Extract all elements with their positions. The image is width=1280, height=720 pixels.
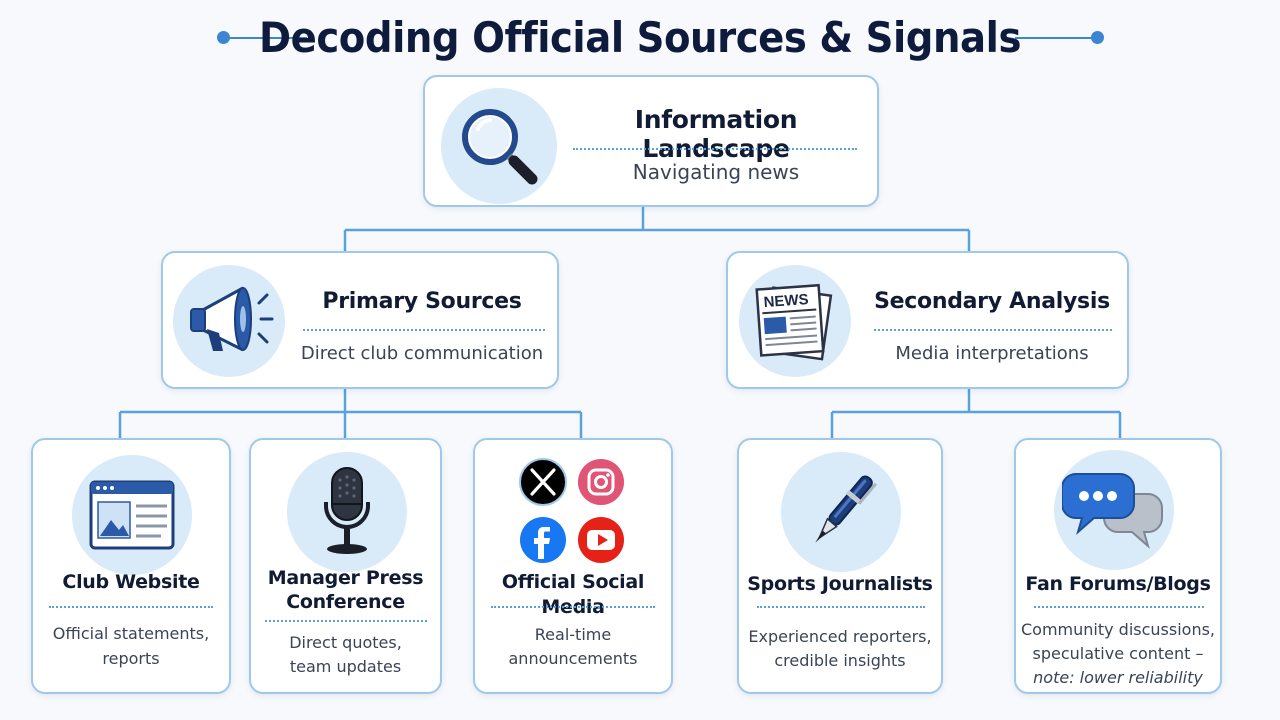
sports-journalists-icon-circle <box>781 452 901 572</box>
press-conference-text-line-1: Direct quotes, <box>289 633 402 652</box>
magnifying-glass-icon <box>462 109 538 185</box>
press-conference-separator <box>265 620 427 622</box>
title-decor-dot-right <box>1091 31 1104 44</box>
pen-icon <box>815 475 877 543</box>
club-website-text-line-1: Official statements, <box>52 624 210 643</box>
facebook-logo-icon <box>520 517 566 563</box>
club-website-separator <box>49 606 213 608</box>
social-media-heading: Official Social Media <box>501 571 645 618</box>
title-decor-dot-left <box>217 31 230 44</box>
club-website-heading: Club Website <box>62 571 200 593</box>
instagram-logo-icon <box>578 459 624 505</box>
secondary-subtitle: Media interpretations <box>895 343 1089 364</box>
page-title: Decoding Official Sources & Signals <box>258 13 1021 62</box>
fan-forums-note-text: note: lower reliability <box>1033 668 1203 687</box>
root-heading: Information Landscape <box>634 105 798 163</box>
fan-forums-text-line-2: speculative content – <box>1032 644 1204 663</box>
fan-forums-heading: Fan Forums/Blogs <box>1025 573 1211 595</box>
press-conference-icon-circle <box>287 452 407 572</box>
secondary-analysis-node: NEWS Secondary Analysis Media interpreta… <box>726 251 1129 389</box>
primary-icon-circle <box>173 265 285 377</box>
newspaper-icon: NEWS <box>755 283 833 361</box>
secondary-icon-circle: NEWS <box>739 265 851 377</box>
press-conference-node: Manager Press Conference Direct quotes, … <box>249 438 442 694</box>
press-conference-heading-line-1: Manager Press <box>267 567 424 589</box>
secondary-separator <box>874 329 1112 331</box>
title-decor-line-right <box>1015 37 1097 39</box>
root-node: Information Landscape Navigating news <box>423 75 879 207</box>
club-website-icon-circle <box>72 455 192 575</box>
fan-forums-note: note: lower reliability <box>1020 665 1216 690</box>
social-media-separator <box>491 606 655 608</box>
fan-forums-icon-circle <box>1054 450 1174 570</box>
sports-journalists-separator <box>757 606 925 608</box>
primary-subtitle: Direct club communication <box>300 343 544 364</box>
social-media-text-line-2: announcements <box>508 649 638 668</box>
club-website-node: Club Website Official statements, report… <box>31 438 231 694</box>
chat-bubbles-icon <box>1062 473 1163 549</box>
fan-forums-text-line-1: Community discussions, <box>1020 620 1216 639</box>
x-logo-icon <box>519 458 567 506</box>
newspaper-masthead: NEWS <box>763 291 809 311</box>
sports-journalists-node: Sports Journalists Experienced reporters… <box>737 438 943 694</box>
social-media-node: Official Social Media Real-time announce… <box>473 438 673 694</box>
primary-sources-node: Primary Sources Direct club communicatio… <box>161 251 559 389</box>
social-media-icons <box>519 458 624 563</box>
browser-window-icon <box>89 480 175 550</box>
fan-forums-separator <box>1034 606 1204 608</box>
youtube-logo-icon <box>578 517 624 563</box>
fan-forums-node: Fan Forums/Blogs Community discussions, … <box>1014 438 1222 694</box>
press-conference-heading-line-2: Conference <box>286 591 405 613</box>
microphone-icon <box>324 467 370 554</box>
primary-separator <box>303 329 545 331</box>
root-icon-circle <box>441 88 557 204</box>
social-media-text-line-1: Real-time <box>534 625 612 644</box>
megaphone-icon <box>190 286 274 352</box>
sports-journalists-text-line-2: credible insights <box>774 651 906 670</box>
primary-heading: Primary Sources <box>322 289 522 314</box>
secondary-heading: Secondary Analysis <box>874 289 1110 314</box>
sports-journalists-heading: Sports Journalists <box>747 573 933 595</box>
press-conference-text-line-2: team updates <box>289 657 402 676</box>
root-separator <box>573 148 857 150</box>
root-subtitle: Navigating news <box>632 160 800 184</box>
title-decor-line-left <box>225 37 307 39</box>
club-website-text-line-2: reports <box>102 649 160 668</box>
sports-journalists-text-line-1: Experienced reporters, <box>748 627 932 646</box>
